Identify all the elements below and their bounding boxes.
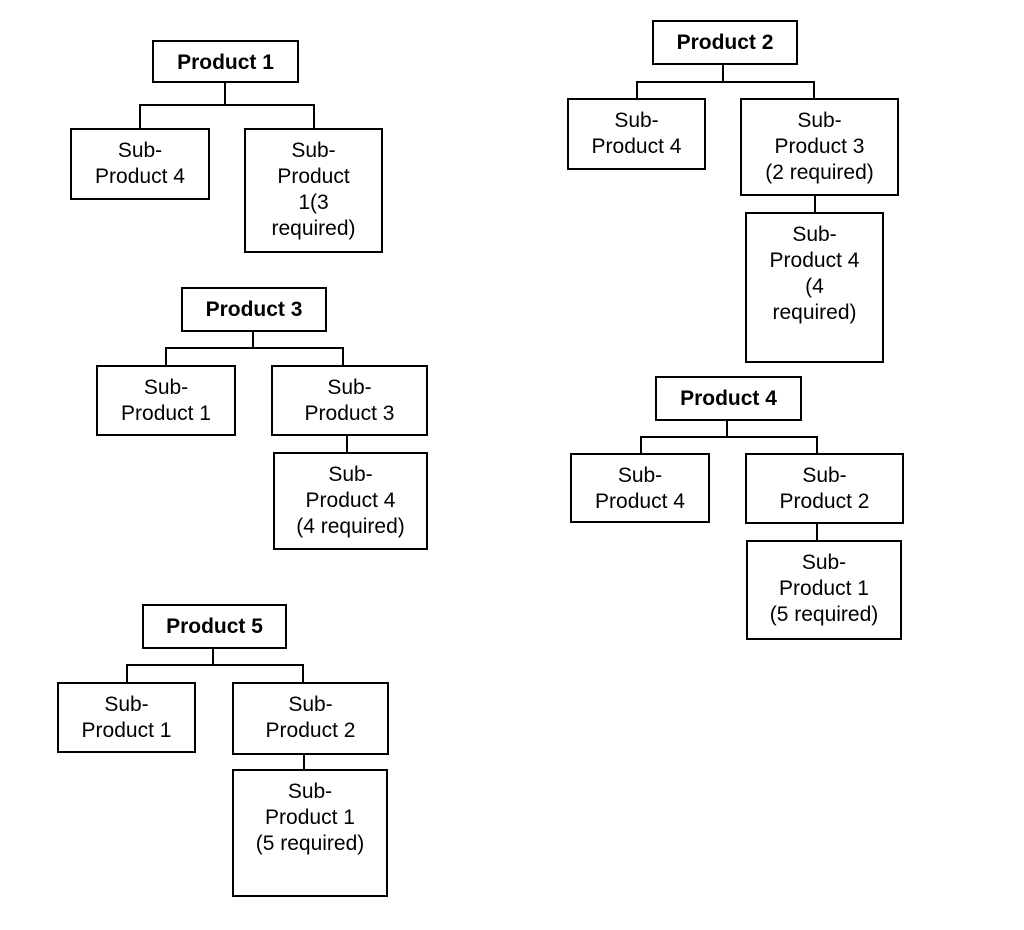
- node-product-2: Product 2: [652, 20, 798, 65]
- node-product-5: Product 5: [142, 604, 287, 649]
- connector-stem: [726, 421, 728, 436]
- node-product-1-sub-product-1: Sub- Product 1(3 required): [244, 128, 383, 253]
- connector-drop-left: [139, 104, 141, 128]
- connector-child: [303, 755, 305, 769]
- node-product-1-sub-product-4: Sub- Product 4: [70, 128, 210, 200]
- connector-drop-left: [640, 436, 642, 453]
- node-product-5-sub-product-1-level2: Sub- Product 1 (5 required): [232, 769, 388, 897]
- connector-bar: [165, 347, 344, 349]
- connector-stem: [224, 83, 226, 104]
- node-product-3-sub-product-4-level2: Sub- Product 4 (4 required): [273, 452, 428, 550]
- connector-child: [814, 196, 816, 212]
- connector-child: [816, 524, 818, 540]
- connector-drop-left: [165, 347, 167, 365]
- connector-bar: [640, 436, 818, 438]
- node-product-4-sub-product-1-level2: Sub- Product 1 (5 required): [746, 540, 902, 640]
- connector-child: [346, 436, 348, 452]
- node-product-3: Product 3: [181, 287, 327, 332]
- node-product-4-sub-product-4: Sub- Product 4: [570, 453, 710, 523]
- node-product-3-sub-product-3: Sub- Product 3: [271, 365, 428, 436]
- connector-drop-right: [816, 436, 818, 453]
- node-product-2-sub-product-3: Sub- Product 3 (2 required): [740, 98, 899, 196]
- connector-drop-left: [126, 664, 128, 682]
- connector-stem: [722, 65, 724, 81]
- connector-stem: [252, 332, 254, 347]
- connector-drop-right: [813, 81, 815, 98]
- connector-bar: [139, 104, 315, 106]
- node-product-4-sub-product-2: Sub- Product 2: [745, 453, 904, 524]
- node-product-4: Product 4: [655, 376, 802, 421]
- node-product-2-sub-product-4-level2: Sub- Product 4 (4 required): [745, 212, 884, 363]
- connector-drop-right: [342, 347, 344, 365]
- connector-drop-right: [313, 104, 315, 128]
- node-product-5-sub-product-1: Sub- Product 1: [57, 682, 196, 753]
- node-product-3-sub-product-1: Sub- Product 1: [96, 365, 236, 436]
- connector-drop-right: [302, 664, 304, 682]
- node-product-1: Product 1: [152, 40, 299, 83]
- connector-drop-left: [636, 81, 638, 98]
- node-product-2-sub-product-4: Sub- Product 4: [567, 98, 706, 170]
- connector-bar: [126, 664, 304, 666]
- connector-stem: [212, 649, 214, 664]
- node-product-5-sub-product-2: Sub- Product 2: [232, 682, 389, 755]
- connector-bar: [636, 81, 815, 83]
